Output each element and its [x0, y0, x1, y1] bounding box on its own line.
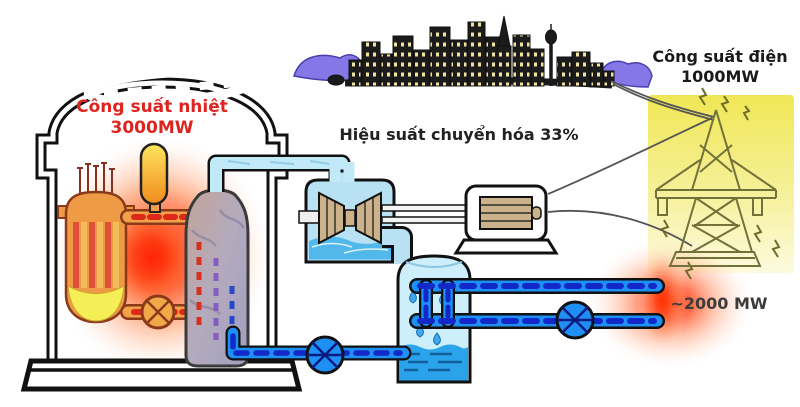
vessel-lower-head [67, 285, 125, 322]
pressurizer [139, 142, 169, 213]
turbine-cone-right [355, 191, 382, 245]
tower-background [648, 95, 794, 273]
spire-building [497, 15, 511, 47]
thermal-power-label: Công suất nhiệt 3000MW [76, 97, 228, 138]
power-lines [547, 80, 715, 247]
primary-coolant-pump [140, 294, 176, 330]
thermal-power-line1: Công suất nhiệt [76, 97, 228, 117]
electric-power-line1: Công suất điện [652, 47, 788, 66]
control-rods [77, 162, 115, 196]
turbine-cone-left [318, 191, 345, 245]
electric-power-label: Công suất điện 1000MW [652, 47, 787, 86]
steam-generator [184, 188, 250, 368]
electric-power-line2: 1000MW [680, 66, 760, 86]
cooling-loop-pipes [409, 278, 665, 329]
electric-generator [453, 184, 559, 255]
containment-base [20, 358, 303, 392]
fuel-rods [73, 222, 119, 288]
generator-pedestal [453, 238, 559, 255]
transmission-tower [655, 109, 777, 267]
containment-building [20, 77, 303, 392]
hill-left [293, 54, 365, 82]
thermal-power-line2: 3000MW [110, 117, 194, 138]
conversion-efficiency-label: Hiệu suất chuyển hóa 33% [339, 125, 579, 144]
exhaust-duct [382, 226, 413, 264]
steam-turbine [298, 162, 396, 264]
feedwater-pump [305, 335, 345, 375]
waste-heat-label: ~2000 MW [670, 294, 768, 313]
cooling-water-pump [555, 300, 595, 340]
city-skyline [293, 15, 653, 89]
watermark [83, 67, 257, 107]
